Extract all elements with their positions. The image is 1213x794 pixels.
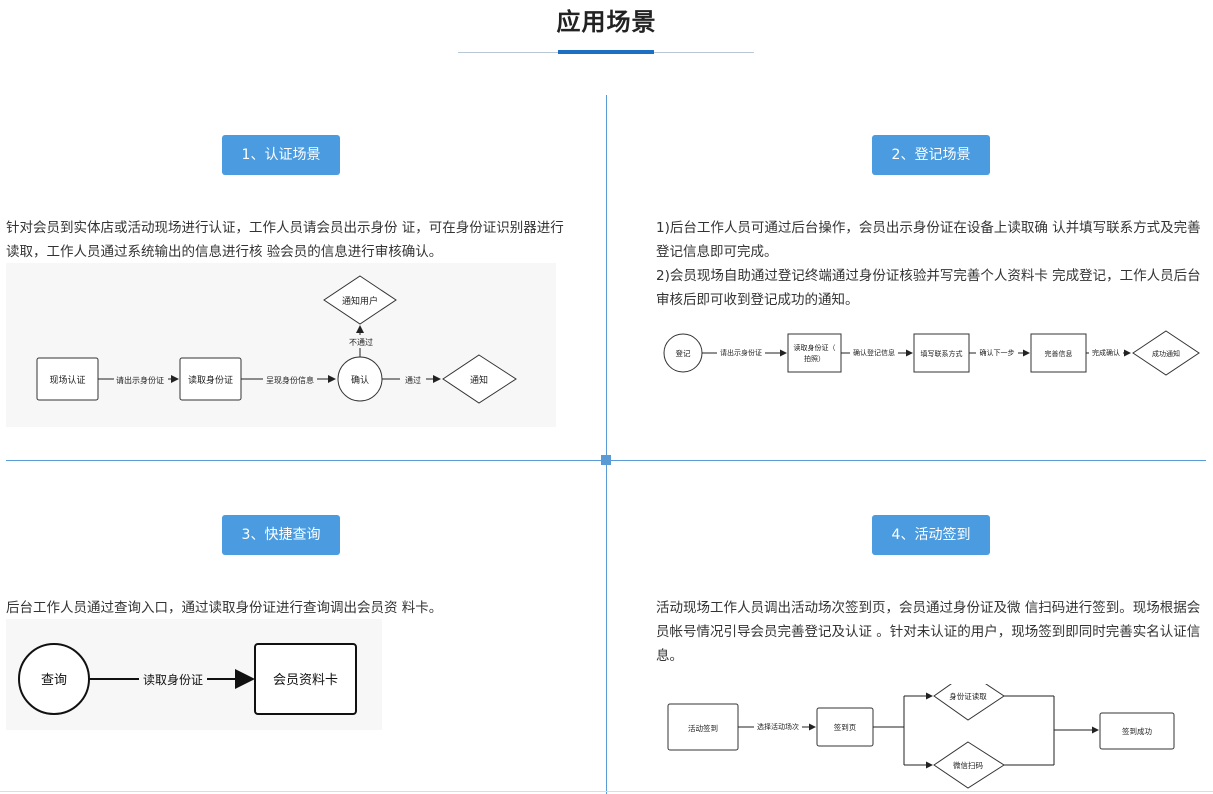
node-checkin-success <box>1099 712 1175 750</box>
edge-2-label-bg <box>263 373 317 386</box>
edge-3-label: 通过 <box>405 375 421 385</box>
edge-3-label: 确认下一步 <box>980 348 1015 357</box>
divider-center-marker <box>601 455 611 465</box>
title-accent-bar <box>558 50 654 54</box>
edge-1-label-bg <box>139 670 207 688</box>
section-4-paragraph: 活动现场工作人员调出活动场次签到页，会员通过身份证及微 信扫码进行签到。现场根据… <box>656 600 1201 664</box>
section-2-badge: 2、登记场景 <box>872 135 990 175</box>
section-4-badge: 4、活动签到 <box>872 515 990 555</box>
node-event-checkin-label: 活动签到 <box>688 723 718 733</box>
node-notify-user-label: 通知用户 <box>342 295 378 307</box>
node-fill-contact <box>913 333 970 373</box>
node-complete-info-label: 完善信息 <box>1045 349 1073 358</box>
edge-4-label-bg <box>346 335 376 348</box>
node-confirm-label: 确认 <box>351 374 369 386</box>
edge-3-label-bg <box>976 347 1018 358</box>
edge-3-label-bg <box>400 373 426 386</box>
edge-1-label: 选择活动场次 <box>757 722 799 731</box>
section-3-paragraph: 后台工作人员通过查询入口，通过读取身份证进行查询调出会员资 料卡。 <box>6 600 443 616</box>
node-fill-contact-label: 填写联系方式 <box>921 349 963 358</box>
node-read-id-label: 读取身份证 <box>188 374 233 386</box>
section-4-flowchart: 活动签到 选择活动场次 签到页 身份证读取 微信扫码 签到成功 <box>667 684 1175 789</box>
section-2-flowchart: 登记 请出示身份证 读取身份证（ 拍照） 确认登记信息 填写联系方式 确认下一步… <box>663 330 1200 376</box>
edge-1-label: 请出示身份证 <box>116 375 164 385</box>
node-onsite-auth-label: 现场认证 <box>49 374 85 386</box>
edge-1-label: 请出示身份证 <box>720 348 762 357</box>
section-3-badge: 3、快捷查询 <box>222 515 340 555</box>
node-wechat-scan-label: 微信扫码 <box>953 760 983 770</box>
node-read-id-photo-label-1: 读取身份证（ <box>794 343 836 352</box>
edge-1-label-bg <box>754 721 802 732</box>
node-read-id-photo <box>787 333 842 373</box>
edge-4-label: 完成确认 <box>1092 348 1120 357</box>
section-2-paragraph-1: 1)后台工作人员可通过后台操作，会员出示身份证在设备上读取确 认并填写联系方式及… <box>656 220 1201 260</box>
section-2-paragraph-2: 2)会员现场自助通过登记终端通过身份证核验并写完善个人资料卡 完成登记，工作人员… <box>656 268 1201 308</box>
page-title: 应用场景 <box>556 8 657 36</box>
node-notify-label: 通知 <box>470 374 488 386</box>
node-id-read-label: 身份证读取 <box>949 691 987 701</box>
node-success-notify-label: 成功通知 <box>1152 349 1180 358</box>
edge-1-label: 读取身份证 <box>143 672 203 687</box>
node-notify-user <box>323 275 397 325</box>
vertical-divider <box>606 95 607 794</box>
edge-4-label-bg <box>1089 347 1123 358</box>
node-member-card <box>254 643 357 715</box>
node-member-card-label: 会员资料卡 <box>273 673 338 688</box>
node-read-id-photo-label-2: 拍照） <box>804 354 825 363</box>
node-checkin-page-label: 签到页 <box>834 722 857 732</box>
node-success-notify <box>1132 330 1200 376</box>
node-id-read <box>933 684 1005 721</box>
section-1-badge: 1、认证场景 <box>222 135 340 175</box>
section-1-flowchart: 现场认证 请出示身份证 读取身份证 呈现身份信息 确认 通过 通知 不通过 通知… <box>6 263 556 427</box>
edge-2-label: 呈现身份信息 <box>266 375 314 385</box>
node-wechat-scan <box>933 741 1005 789</box>
section-3-flowchart: 查询 读取身份证 会员资料卡 <box>6 619 382 730</box>
node-complete-info <box>1030 333 1087 373</box>
flowchart-background <box>6 263 556 427</box>
edge-2-label-bg <box>850 347 898 358</box>
node-checkin-success-label: 签到成功 <box>1122 726 1152 736</box>
edge-2-label: 确认登记信息 <box>853 348 895 357</box>
edge-4-label: 不通过 <box>349 337 373 347</box>
edge-1-label-bg <box>114 373 168 386</box>
section-1-paragraph: 针对会员到实体店或活动现场进行认证，工作人员请会员出示身份 证，可在身份证识别器… <box>6 220 564 260</box>
node-register-label: 登记 <box>676 348 691 358</box>
node-notify <box>442 354 517 404</box>
node-query-label: 查询 <box>41 673 67 688</box>
edge-1-label-bg <box>717 347 765 358</box>
bottom-border <box>0 791 1213 792</box>
